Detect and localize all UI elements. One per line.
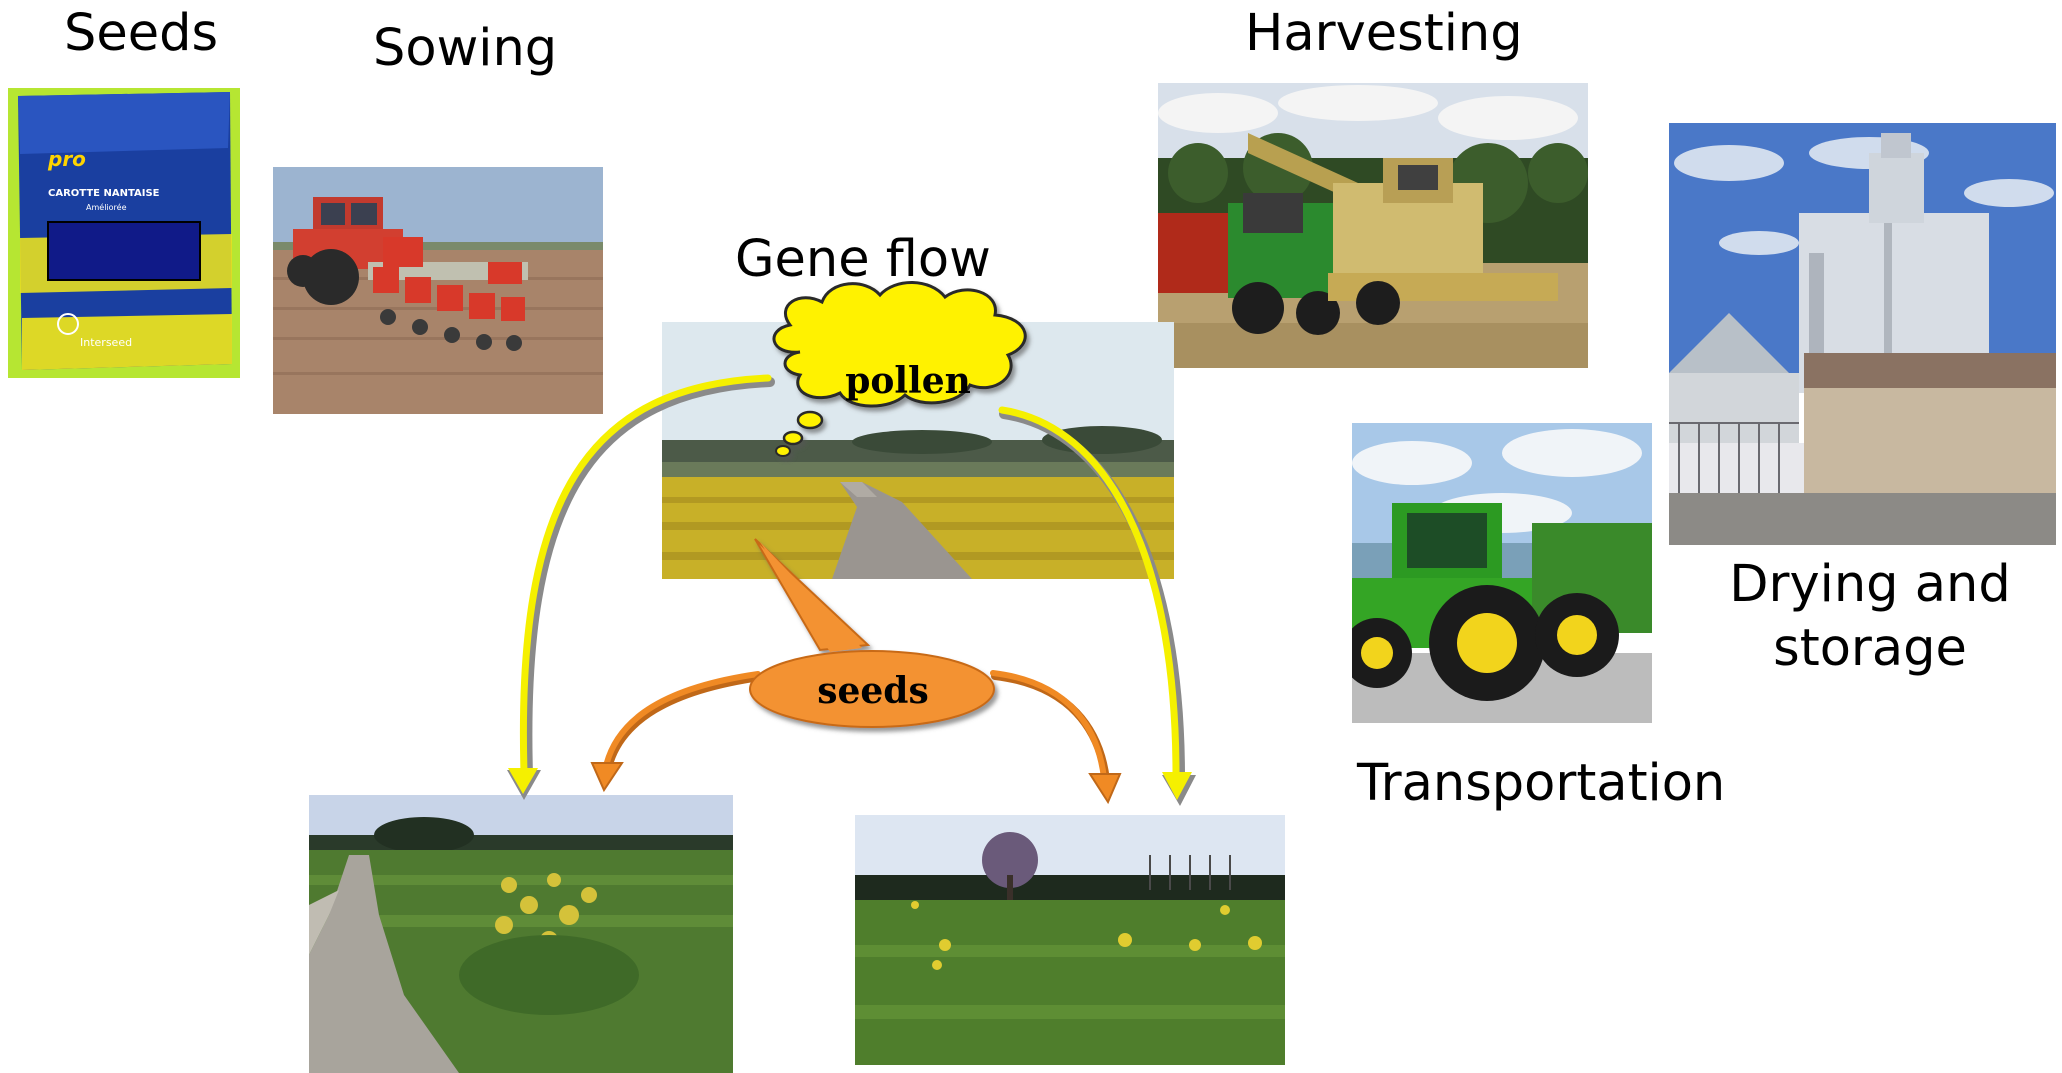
rapeseed-field-image <box>662 322 1174 579</box>
drying-label-line2: storage <box>1773 618 1967 678</box>
seeds-label: Seeds <box>64 4 219 63</box>
seed-arrow-left <box>590 671 764 793</box>
green-tractor-image <box>1352 423 1652 723</box>
drying-storage-label: Drying and storage <box>1720 553 2020 681</box>
harvester-image <box>1158 83 1588 368</box>
package-sub: Améliorée <box>86 202 127 212</box>
field-volunteer-image <box>855 815 1285 1065</box>
package-maker: Interseed <box>80 336 132 349</box>
seed-bag-image: pro CAROTTE NANTAISE Améliorée Interseed <box>8 88 240 378</box>
seeds-bubble-text: seeds <box>817 670 929 712</box>
silo-image <box>1669 123 2056 545</box>
seed-arrow-right <box>990 670 1122 805</box>
gene-flow-label: Gene flow <box>735 230 991 289</box>
sowing-label: Sowing <box>373 19 558 78</box>
harvesting-label: Harvesting <box>1245 4 1523 63</box>
package-variety: CAROTTE NANTAISE <box>48 188 160 199</box>
package-brand: pro <box>47 147 86 171</box>
roadside-volunteer-image <box>309 795 733 1073</box>
sowing-tractor-image <box>273 167 603 414</box>
drying-label-line1: Drying and <box>1729 555 2011 614</box>
transportation-label: Transportation <box>1357 754 1726 813</box>
